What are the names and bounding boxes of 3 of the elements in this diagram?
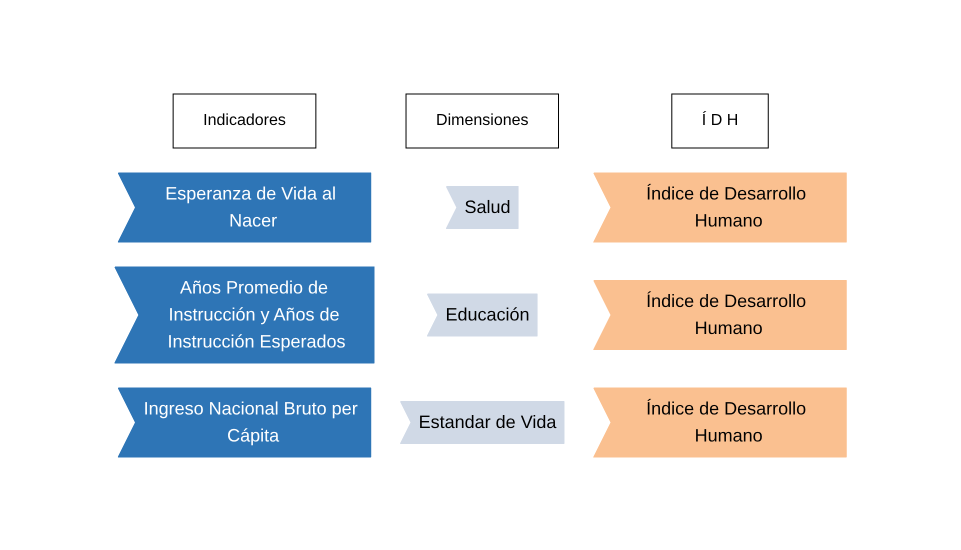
- node-box: Indicadores: [172, 93, 316, 148]
- node-box: Dimensiones: [405, 93, 559, 148]
- node-box: Í D H: [671, 93, 769, 148]
